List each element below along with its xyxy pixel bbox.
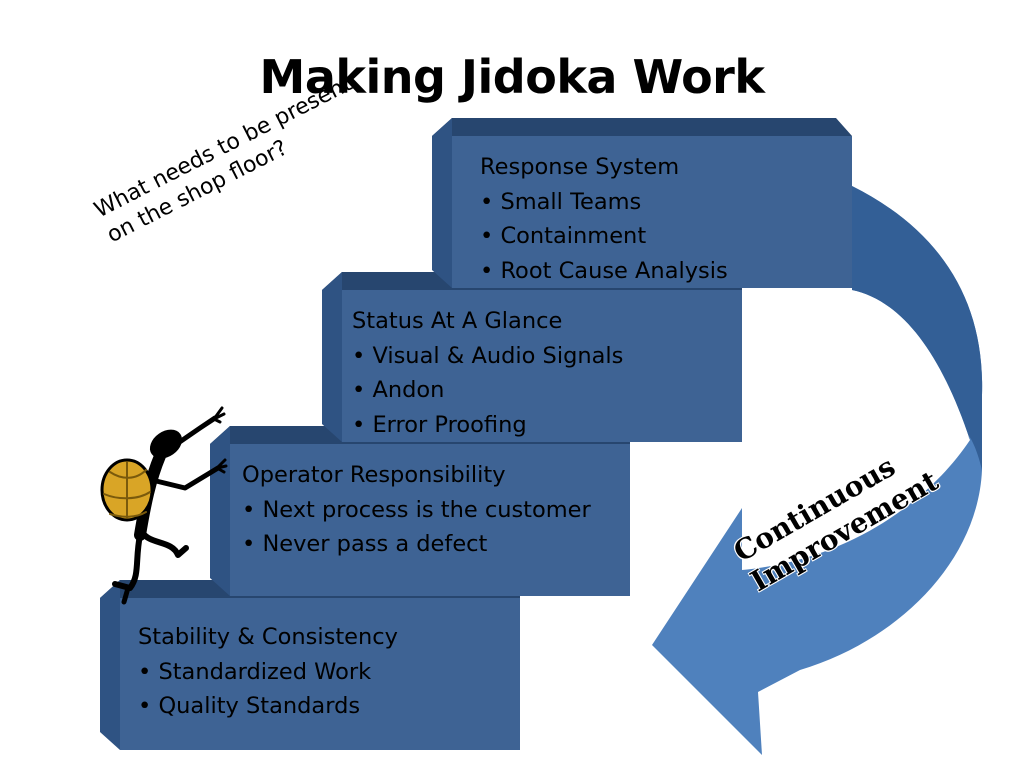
- step-1-title: Stability & Consistency: [138, 624, 398, 650]
- step-2-title: Operator Responsibility: [242, 462, 506, 488]
- climber-icon: [100, 406, 228, 605]
- step-3-item-3: Error Proofing: [352, 408, 623, 443]
- step-3-text: Status At A Glance Visual & Audio Signal…: [352, 304, 623, 442]
- step-2-text: Operator Responsibility Next process is …: [242, 458, 591, 562]
- continuous-improvement-arrow: [652, 186, 983, 755]
- step-3-item-1: Visual & Audio Signals: [352, 339, 623, 374]
- step-1-item-1: Standardized Work: [138, 655, 398, 690]
- step-4-text: Response System Small Teams Containment …: [480, 150, 728, 288]
- slide-title: Making Jidoka Work: [259, 50, 765, 104]
- step-3-item-2: Andon: [352, 373, 623, 408]
- arrow-body: [652, 186, 983, 755]
- step-4-title: Response System: [480, 154, 680, 180]
- step-4-item-3: Root Cause Analysis: [480, 254, 727, 289]
- step-1-item-2: Quality Standards: [138, 689, 398, 724]
- step-3-title: Status At A Glance: [352, 308, 563, 334]
- step-4-item-2: Containment: [480, 219, 728, 254]
- step-2-item-2: Never pass a defect: [242, 527, 591, 562]
- step-2-item-1: Next process is the customer: [242, 493, 590, 528]
- step-1-text: Stability & Consistency Standardized Wor…: [138, 620, 398, 724]
- step-4-item-1: Small Teams: [480, 185, 728, 220]
- arrow-shade: [852, 186, 983, 470]
